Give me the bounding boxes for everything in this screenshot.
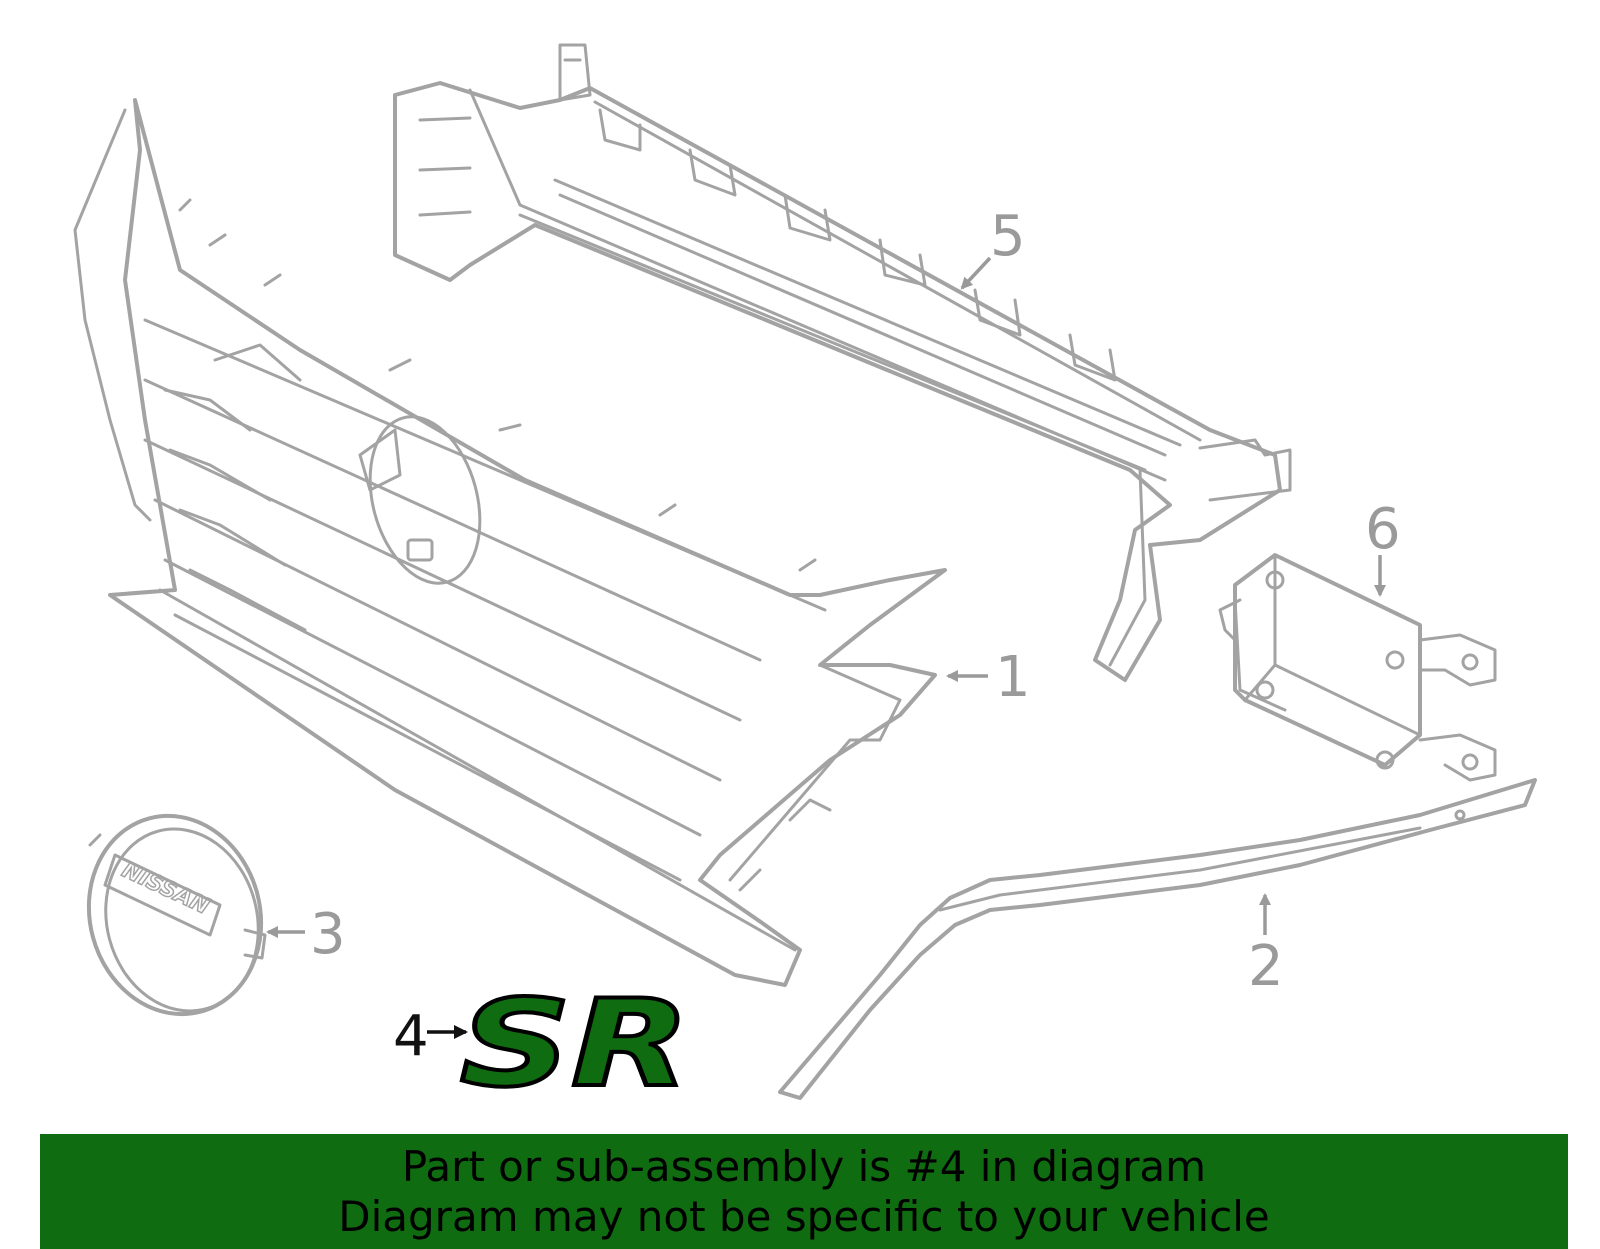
callout-number-5: 5 — [990, 204, 1026, 269]
callout-number-1: 1 — [995, 645, 1031, 710]
sensor-module-part-6 — [1218, 553, 1497, 782]
callout-6: 6 — [1365, 497, 1401, 597]
callout-4: 4 — [393, 1004, 468, 1069]
callout-3: 3 — [266, 902, 346, 967]
emblem-part-3: NISSAN — [86, 813, 267, 1017]
sr-badge-text: SR — [460, 975, 690, 1114]
banner-line-1: Part or sub-assembly is #4 in diagram — [401, 1141, 1207, 1191]
banner-line-2: Diagram may not be specific to your vehi… — [338, 1191, 1270, 1241]
callout-2: 2 — [1248, 893, 1284, 999]
info-banner: Part or sub-assembly is #4 in diagram Di… — [40, 1134, 1568, 1249]
callout-number-2: 2 — [1248, 934, 1284, 999]
callout-5: 5 — [960, 204, 1026, 290]
callout-number-3: 3 — [310, 902, 346, 967]
emblem-text: NISSAN — [118, 858, 213, 920]
callout-number-4: 4 — [393, 1004, 429, 1069]
callout-1: 1 — [946, 645, 1031, 710]
reinforcement-beam-part-5 — [393, 43, 1292, 682]
grille-part-1 — [73, 98, 947, 987]
callout-number-6: 6 — [1365, 497, 1401, 562]
sr-badge-part-4: SR — [458, 973, 692, 1116]
chrome-trim-part-2 — [778, 778, 1537, 1100]
